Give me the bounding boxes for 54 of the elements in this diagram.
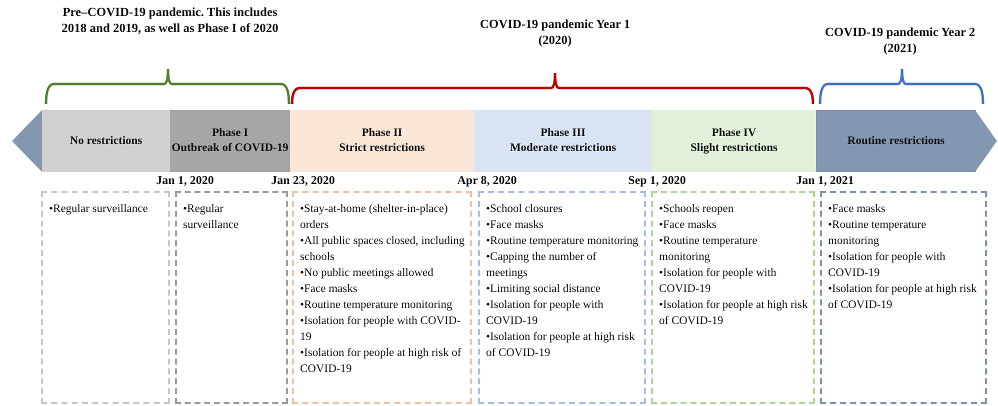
phase-label: Phase III (540, 126, 586, 141)
measures-box (292, 191, 472, 404)
phase-label: No restrictions (70, 134, 142, 148)
phase-label: Routine restrictions (847, 134, 945, 148)
date-label: Jan 23, 2020 (270, 172, 336, 188)
bullet-item: •Face masks (828, 202, 886, 217)
period-heading: Pre–COVID-19 pandemic. This includes 2018 and 2019, as well as Phase I of 2020 (60, 4, 280, 36)
measures-box (478, 191, 646, 404)
bullet-item: •Capping the number of meetings (486, 250, 598, 281)
bullet-item: •Isolation for people at high risk of COVID-19 (659, 298, 808, 329)
timeline-segment (170, 110, 290, 172)
timeline-segment (474, 110, 652, 172)
bullet-item: •Isolation for people at high risk of COVID-19 (300, 346, 462, 377)
bullet-item: •No public meetings allowed (300, 266, 434, 281)
bullet-item: •Isolation for people at high risk of COVID-19 (486, 330, 636, 361)
bullet-item: •Face masks (300, 282, 358, 297)
bullet-item: •Limiting social distance (486, 282, 602, 297)
measures-box (651, 191, 815, 404)
period-heading: COVID-19 pandemic Year 2 (2021) (824, 24, 976, 56)
phase-label: Phase I (212, 126, 248, 141)
bullet-item: •Isolation for people at high risk of COVID-19 (828, 282, 978, 313)
phase-label: Moderate restrictions (510, 141, 616, 156)
bullet-item: •Face masks (486, 218, 544, 233)
bullet-item: •Schools reopen (659, 202, 735, 217)
bullet-item: •Regular surveillance (183, 202, 240, 233)
bullet-item: •Isolation for people with COVID-19 (486, 298, 604, 329)
measures-box (41, 191, 170, 404)
date-label: Apr 8, 2020 (456, 172, 518, 188)
bullet-item: •Face masks (659, 218, 718, 233)
measures-box (820, 191, 987, 404)
bullet-item: •Isolation for people with COVID-19 (659, 266, 778, 297)
date-label: Jan 1, 2020 (155, 172, 215, 188)
timeline-segment (42, 110, 170, 172)
bullet-item: •Regular surveillance (49, 202, 149, 217)
date-label: Sep 1, 2020 (627, 172, 687, 188)
bullet-item: •Stay-at-home (shelter-in-place) orders (300, 202, 449, 233)
bullet-item: •All public spaces closed, including schools (300, 234, 465, 265)
bullet-item: •Isolation for people with COVID-19 (828, 250, 946, 281)
bullet-item: •Isolation for people with COVID-19 (300, 314, 462, 345)
phase-label: Outbreak of COVID-19 (172, 141, 288, 156)
phase-label: Slight restrictions (690, 141, 778, 156)
phase-label: Phase II (362, 126, 402, 141)
timeline-segment (652, 110, 816, 172)
date-label: Jan 1, 2021 (795, 172, 855, 188)
bullet-item: •Routine temperature monitoring (486, 234, 639, 249)
bullet-item: •Routine temperature monitoring (659, 234, 758, 265)
timeline-segment (290, 110, 474, 172)
phase-label: Strict restrictions (339, 141, 425, 156)
measures-box (175, 191, 288, 404)
bullet-item: •Routine temperature monitoring (300, 298, 454, 313)
bullet-item: •Routine temperature monitoring (828, 218, 928, 249)
bullet-item: •School closures (486, 202, 564, 217)
period-heading: COVID-19 pandemic Year 1 (2020) (478, 16, 632, 48)
phase-label: Phase IV (712, 126, 756, 141)
